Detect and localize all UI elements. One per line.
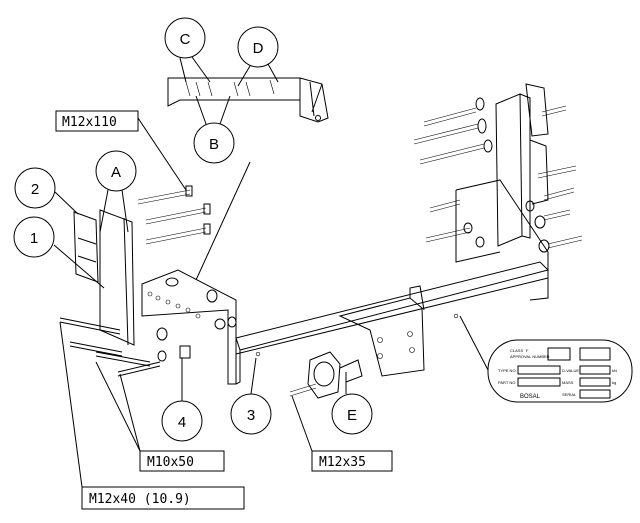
svg-text:CLASS: CLASS	[510, 348, 523, 353]
left-side-bracket	[73, 209, 135, 346]
left-fixings	[59, 277, 237, 377]
svg-text:B: B	[209, 136, 219, 153]
main-crossbar	[141, 179, 549, 385]
callout-2: 2	[14, 167, 79, 215]
svg-text:PART NO.: PART NO.	[498, 380, 516, 385]
svg-text:M12x40 (10.9): M12x40 (10.9)	[89, 492, 191, 507]
callout-1: 1	[13, 216, 105, 289]
identification-plate: CLASS F APPROVAL NUMBER TYPE NO. D-VALUE…	[459, 315, 633, 403]
callout-c: C	[164, 17, 211, 83]
svg-text:A: A	[111, 164, 121, 181]
callout-e: E	[331, 372, 373, 435]
svg-text:2: 2	[31, 181, 39, 198]
svg-text:SERIAL: SERIAL	[562, 392, 577, 397]
callout-4: 4	[161, 358, 203, 442]
svg-text:D: D	[253, 40, 264, 57]
label-m10x50: M10x50	[95, 361, 225, 472]
callout-b: B	[193, 95, 235, 164]
svg-text:1: 1	[30, 230, 38, 247]
svg-text:kN: kN	[612, 368, 617, 373]
label-m12x35: M12x35	[291, 395, 393, 472]
label-m12x40: M12x40 (10.9)	[59, 321, 245, 510]
svg-text:C: C	[180, 31, 191, 48]
svg-text:TYPE NO.: TYPE NO.	[498, 368, 517, 373]
callout-a: A	[95, 150, 137, 233]
callout-3: 3	[195, 161, 272, 435]
svg-text:D-VALUE: D-VALUE	[562, 368, 579, 373]
svg-text:MASS: MASS	[562, 380, 574, 385]
svg-text:F: F	[526, 348, 529, 353]
callout-d: D	[237, 26, 279, 87]
svg-text:kg: kg	[612, 380, 616, 385]
m12x110-bolts	[137, 117, 211, 245]
svg-text:E: E	[347, 407, 357, 424]
svg-text:M12x110: M12x110	[62, 115, 117, 130]
svg-text:M10x50: M10x50	[147, 455, 194, 470]
ball-flange	[289, 351, 363, 399]
svg-text:3: 3	[247, 407, 255, 424]
top-bracket-detail	[167, 77, 329, 123]
right-side-bracket	[495, 83, 549, 247]
right-bolts	[413, 105, 583, 249]
right-fixings	[463, 97, 550, 253]
svg-text:BOSAL: BOSAL	[520, 394, 541, 400]
svg-text:M12x35: M12x35	[319, 455, 366, 470]
svg-text:APPROVAL NUMBER: APPROVAL NUMBER	[510, 354, 550, 359]
svg-text:4: 4	[178, 414, 186, 431]
label-m12x110: M12x110	[55, 110, 139, 132]
